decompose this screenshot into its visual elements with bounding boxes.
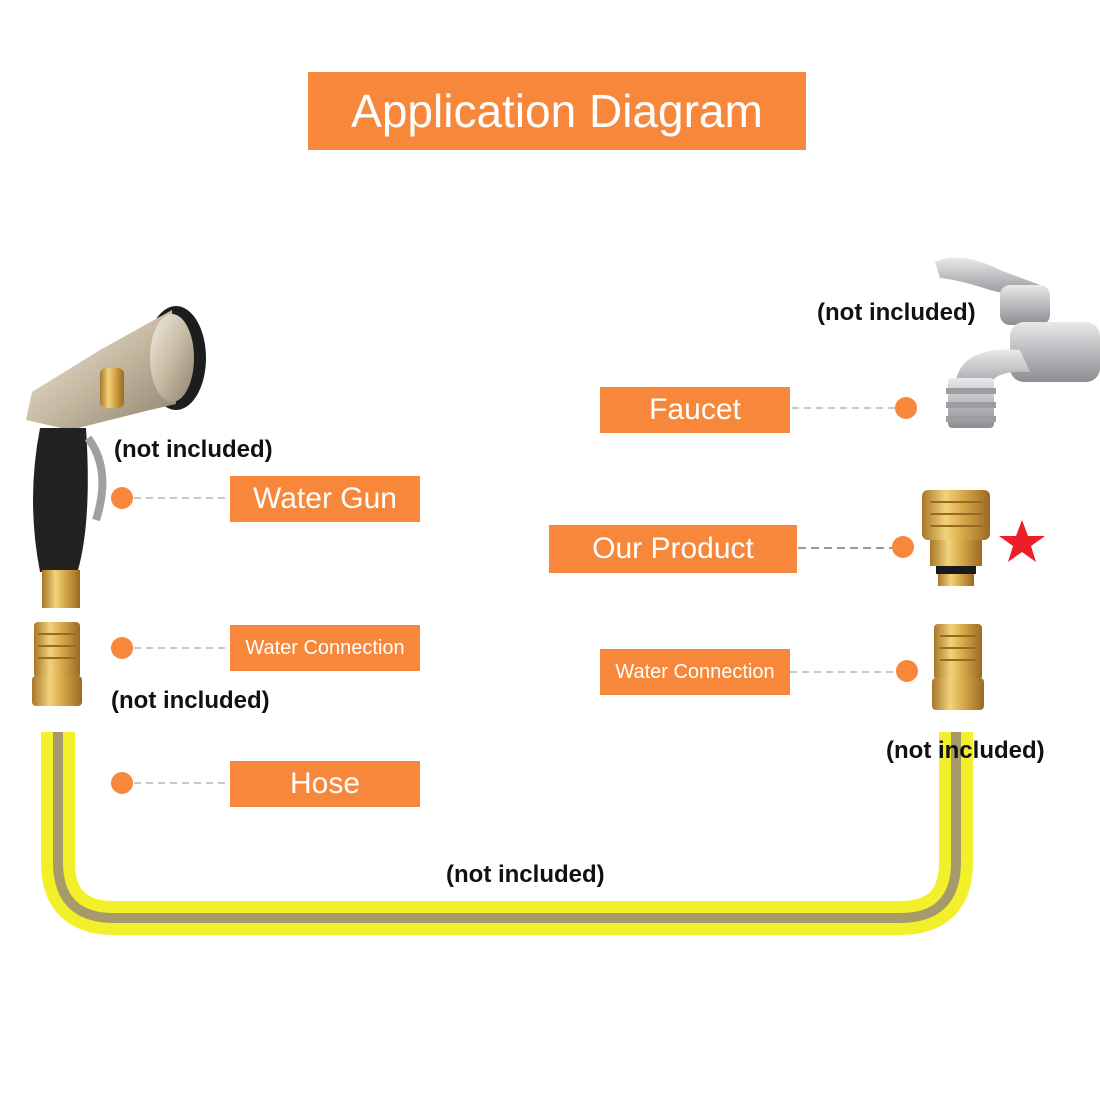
brass-connector-icon-right — [932, 624, 984, 710]
faucet-dot — [895, 397, 917, 419]
water-connection-left-not-included-note: (not included) — [111, 687, 270, 714]
star-icon — [999, 520, 1045, 562]
faucet-not-included-note: (not included) — [817, 299, 976, 326]
water-connection-left-dot — [111, 637, 133, 659]
our-product-label: Our Product — [549, 525, 797, 573]
brass-tap-adapter-icon — [922, 490, 990, 586]
water-connection-right-label: Water Connection — [600, 649, 790, 695]
water-connection-right-dot — [896, 660, 918, 682]
faucet-label: Faucet — [600, 387, 790, 433]
water-connection-right-not-included-note: (not included) — [886, 737, 1045, 764]
hose-not-included-note: (not included) — [446, 861, 605, 888]
hose-dot — [111, 772, 133, 794]
hose-icon — [41, 732, 973, 935]
diagram-title-box: Application Diagram — [308, 72, 806, 150]
water-gun-not-included-note: (not included) — [114, 436, 273, 463]
water-gun-label: Water Gun — [230, 476, 420, 522]
hose-label: Hose — [230, 761, 420, 807]
water-gun-icon — [26, 306, 206, 608]
water-gun-dot — [111, 487, 133, 509]
brass-connector-icon — [32, 622, 82, 706]
water-connection-left-label: Water Connection — [230, 625, 420, 671]
faucet-icon — [935, 257, 1100, 428]
product-dot — [892, 536, 914, 558]
diagram-title: Application Diagram — [351, 85, 763, 137]
